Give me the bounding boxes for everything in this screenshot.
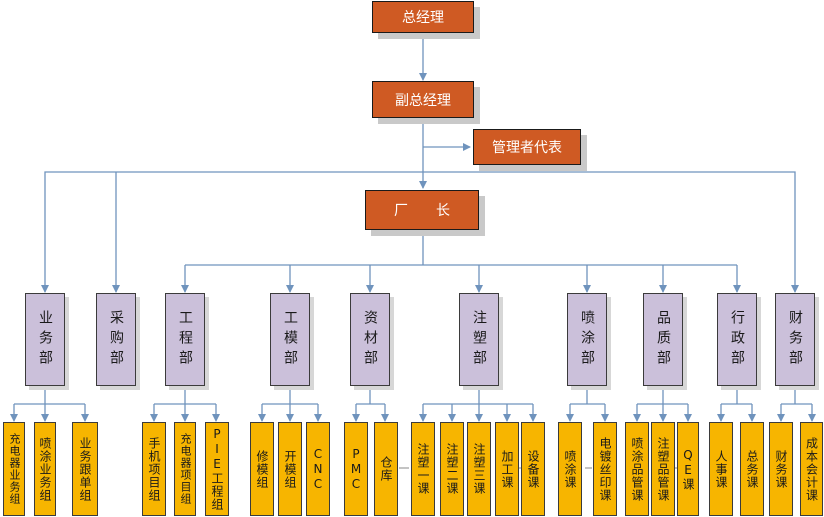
team-cnc[interactable]: CNC <box>306 422 330 516</box>
team-label: 加工课 <box>500 449 514 489</box>
team-label: QE课 <box>681 447 695 491</box>
deputy-manager-box[interactable]: 副总经理 <box>372 81 474 118</box>
dept-label: 行政部 <box>729 309 745 370</box>
team-injection-1[interactable]: 注塑一课 <box>411 422 435 516</box>
team-cost-accounting[interactable]: 成本会计课 <box>800 422 823 516</box>
dept-label: 品质部 <box>655 309 671 370</box>
team-label: 成本会计课 <box>804 436 819 502</box>
team-label: 注塑二课 <box>445 443 459 495</box>
team-painting[interactable]: 喷涂课 <box>558 422 582 516</box>
team-label: PMC <box>349 446 363 492</box>
team-label: CNC <box>311 446 325 492</box>
team-label: 业务跟单组 <box>78 436 92 502</box>
team-label: 修模组 <box>255 449 269 489</box>
dept-painting[interactable]: 喷涂部 <box>567 293 607 386</box>
team-plating-printing[interactable]: 电镀丝印课 <box>593 422 617 516</box>
dept-quality[interactable]: 品质部 <box>643 293 683 386</box>
line-bus-right <box>423 171 799 293</box>
team-label: 喷涂业务组 <box>38 436 52 502</box>
team-order-followup[interactable]: 业务跟单组 <box>72 422 98 516</box>
dept-label: 注塑部 <box>471 309 487 370</box>
team-qe[interactable]: QE课 <box>677 422 699 516</box>
team-label: 注塑三课 <box>472 443 486 495</box>
dept-materials[interactable]: 资材部 <box>350 293 390 386</box>
management-rep-label: 管理者代表 <box>492 140 562 156</box>
team-mold-making[interactable]: 开模组 <box>278 422 302 516</box>
team-phone-project[interactable]: 手机项目组 <box>142 422 166 516</box>
team-label: 人事课 <box>714 449 728 489</box>
dept-tooling[interactable]: 工模部 <box>270 293 310 386</box>
team-pie-engineering[interactable]: PIE工程组 <box>205 422 229 516</box>
dept-engineering[interactable]: 工程部 <box>165 293 205 386</box>
team-label: 设备课 <box>526 449 540 489</box>
dept-label: 业务部 <box>37 309 53 370</box>
dept-business[interactable]: 业务部 <box>25 293 65 386</box>
factory-director-box[interactable]: 厂 长 <box>365 190 479 230</box>
team-general-affairs[interactable]: 总务课 <box>740 422 764 516</box>
dept-injection[interactable]: 注塑部 <box>459 293 499 386</box>
team-injection-3[interactable]: 注塑三课 <box>467 422 491 516</box>
team-charger-sales[interactable]: 充电器业务组 <box>3 422 25 516</box>
team-charger-project[interactable]: 充电器项目组 <box>174 422 196 516</box>
team-label: 电镀丝印课 <box>598 436 612 502</box>
team-label: 开模组 <box>283 449 297 489</box>
team-injection-2[interactable]: 注塑二课 <box>440 422 464 516</box>
team-label: PIE工程组 <box>210 427 224 511</box>
dept-admin[interactable]: 行政部 <box>717 293 757 386</box>
line-bus-left <box>41 171 423 293</box>
general-manager-label: 总经理 <box>402 10 444 26</box>
team-pmc[interactable]: PMC <box>344 422 368 516</box>
dept-label: 采购部 <box>108 309 124 370</box>
dept-label: 工模部 <box>282 309 298 370</box>
team-label: 手机项目组 <box>147 436 161 502</box>
team-warehouse[interactable]: 仓库 <box>374 422 398 516</box>
team-painting-qc[interactable]: 喷涂品管课 <box>625 422 649 516</box>
factory-director-label: 厂 长 <box>394 203 450 219</box>
dept-label: 喷涂部 <box>579 309 595 370</box>
team-label: 仓库 <box>379 456 393 482</box>
team-label: 充电器业务组 <box>8 433 21 505</box>
general-manager-box[interactable]: 总经理 <box>372 1 474 33</box>
dept-purchasing[interactable]: 采购部 <box>96 293 136 386</box>
deputy-manager-label: 副总经理 <box>395 92 451 109</box>
team-label: 总务课 <box>745 449 759 489</box>
team-label: 充电器项目组 <box>179 433 192 505</box>
team-label: 财务课 <box>774 449 788 489</box>
team-processing[interactable]: 加工课 <box>495 422 519 516</box>
team-injection-qc[interactable]: 注塑品管课 <box>651 422 675 516</box>
team-label: 喷涂品管课 <box>630 436 644 502</box>
dept-label: 工程部 <box>177 309 193 370</box>
team-label: 喷涂课 <box>563 449 577 489</box>
team-equipment[interactable]: 设备课 <box>521 422 545 516</box>
team-finance[interactable]: 财务课 <box>769 422 793 516</box>
dept-label: 财务部 <box>787 309 803 370</box>
team-hr[interactable]: 人事课 <box>709 422 733 516</box>
team-painting-sales[interactable]: 喷涂业务组 <box>34 422 56 516</box>
team-label: 注塑品管课 <box>656 436 670 502</box>
dept-finance[interactable]: 财务部 <box>775 293 815 386</box>
team-label: 注塑一课 <box>416 443 430 495</box>
dept-label: 资材部 <box>362 309 378 370</box>
team-mold-repair[interactable]: 修模组 <box>250 422 274 516</box>
management-rep-box[interactable]: 管理者代表 <box>473 129 581 165</box>
